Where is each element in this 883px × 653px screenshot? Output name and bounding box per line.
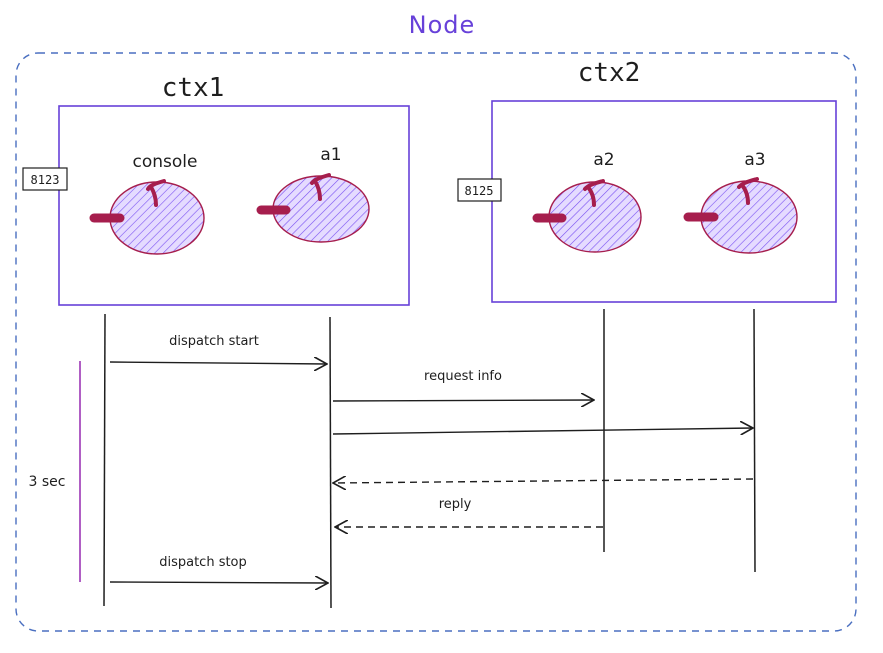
message-label-request-info: request info — [424, 369, 502, 384]
actor-blob-icon — [532, 179, 642, 253]
actor-label-a2: a2 — [593, 150, 614, 170]
actor-blob-icon — [256, 173, 370, 243]
message-label-dispatch-start: dispatch start — [169, 334, 259, 349]
port-box-8125 — [457, 178, 502, 202]
port-label-8125: 8125 — [465, 184, 494, 198]
actor-blob-icon — [683, 177, 798, 254]
actor-label-console: console — [133, 152, 198, 172]
actor-label-a1: a1 — [320, 145, 341, 165]
context-box-ctx1 — [58, 105, 410, 306]
message-arrow-dispatch-stop — [109, 582, 328, 583]
lifeline-a1 — [329, 316, 332, 609]
message-label-dispatch-stop: dispatch stop — [159, 555, 247, 570]
actor-label-a3: a3 — [744, 150, 765, 170]
lifeline-a3 — [753, 308, 756, 573]
message-arrow-a3-reply — [333, 479, 754, 483]
message-label-reply: reply — [439, 497, 472, 512]
port-box-8123 — [22, 167, 68, 191]
actor-blob-icon — [89, 179, 205, 255]
lifeline-console — [103, 313, 106, 607]
node-container — [15, 52, 857, 632]
node-title: Node — [409, 11, 476, 39]
context-label-ctx1: ctx1 — [162, 73, 225, 103]
duration-label: 3 sec — [29, 474, 66, 490]
context-label-ctx2: ctx2 — [578, 58, 641, 88]
port-label-8123: 8123 — [31, 173, 60, 187]
message-arrow-request-info — [332, 400, 594, 401]
message-arrow-a1-to-a3 — [332, 428, 753, 434]
message-arrow-dispatch-start — [109, 362, 327, 364]
